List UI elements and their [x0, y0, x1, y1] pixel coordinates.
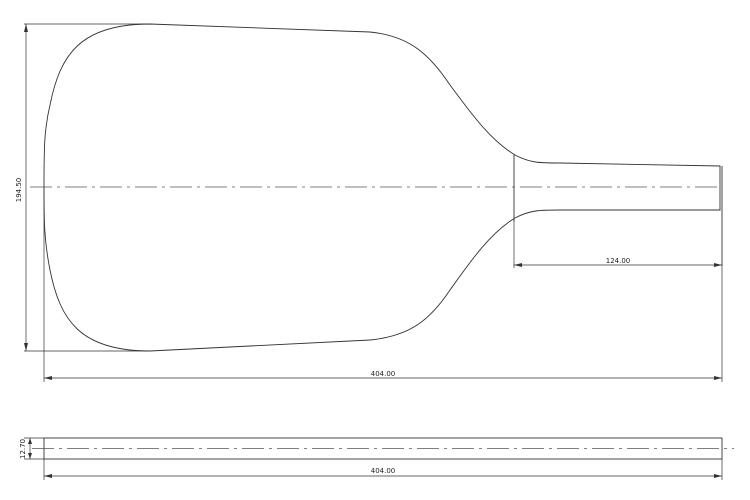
paddle-outline [43, 23, 721, 352]
side-view: 12.70 404.00 [19, 437, 734, 480]
thickness-dimension-label: 12.70 [19, 439, 27, 459]
side-overall-length-dimension: 404.00 [43, 459, 723, 480]
width-dimension: 194.50 [15, 23, 150, 352]
overall-length-dimension-label: 404.00 [371, 370, 396, 378]
handle-length-dimension-label: 124.00 [606, 257, 631, 265]
overall-length-dimension: 404.00 [43, 187, 723, 382]
thickness-dimension: 12.70 [19, 437, 44, 460]
width-dimension-label: 194.50 [15, 178, 23, 203]
top-view: 194.50 124.00 404.00 [15, 23, 723, 382]
handle-length-dimension: 124.00 [513, 222, 722, 268]
side-overall-length-dimension-label: 404.00 [371, 467, 396, 475]
